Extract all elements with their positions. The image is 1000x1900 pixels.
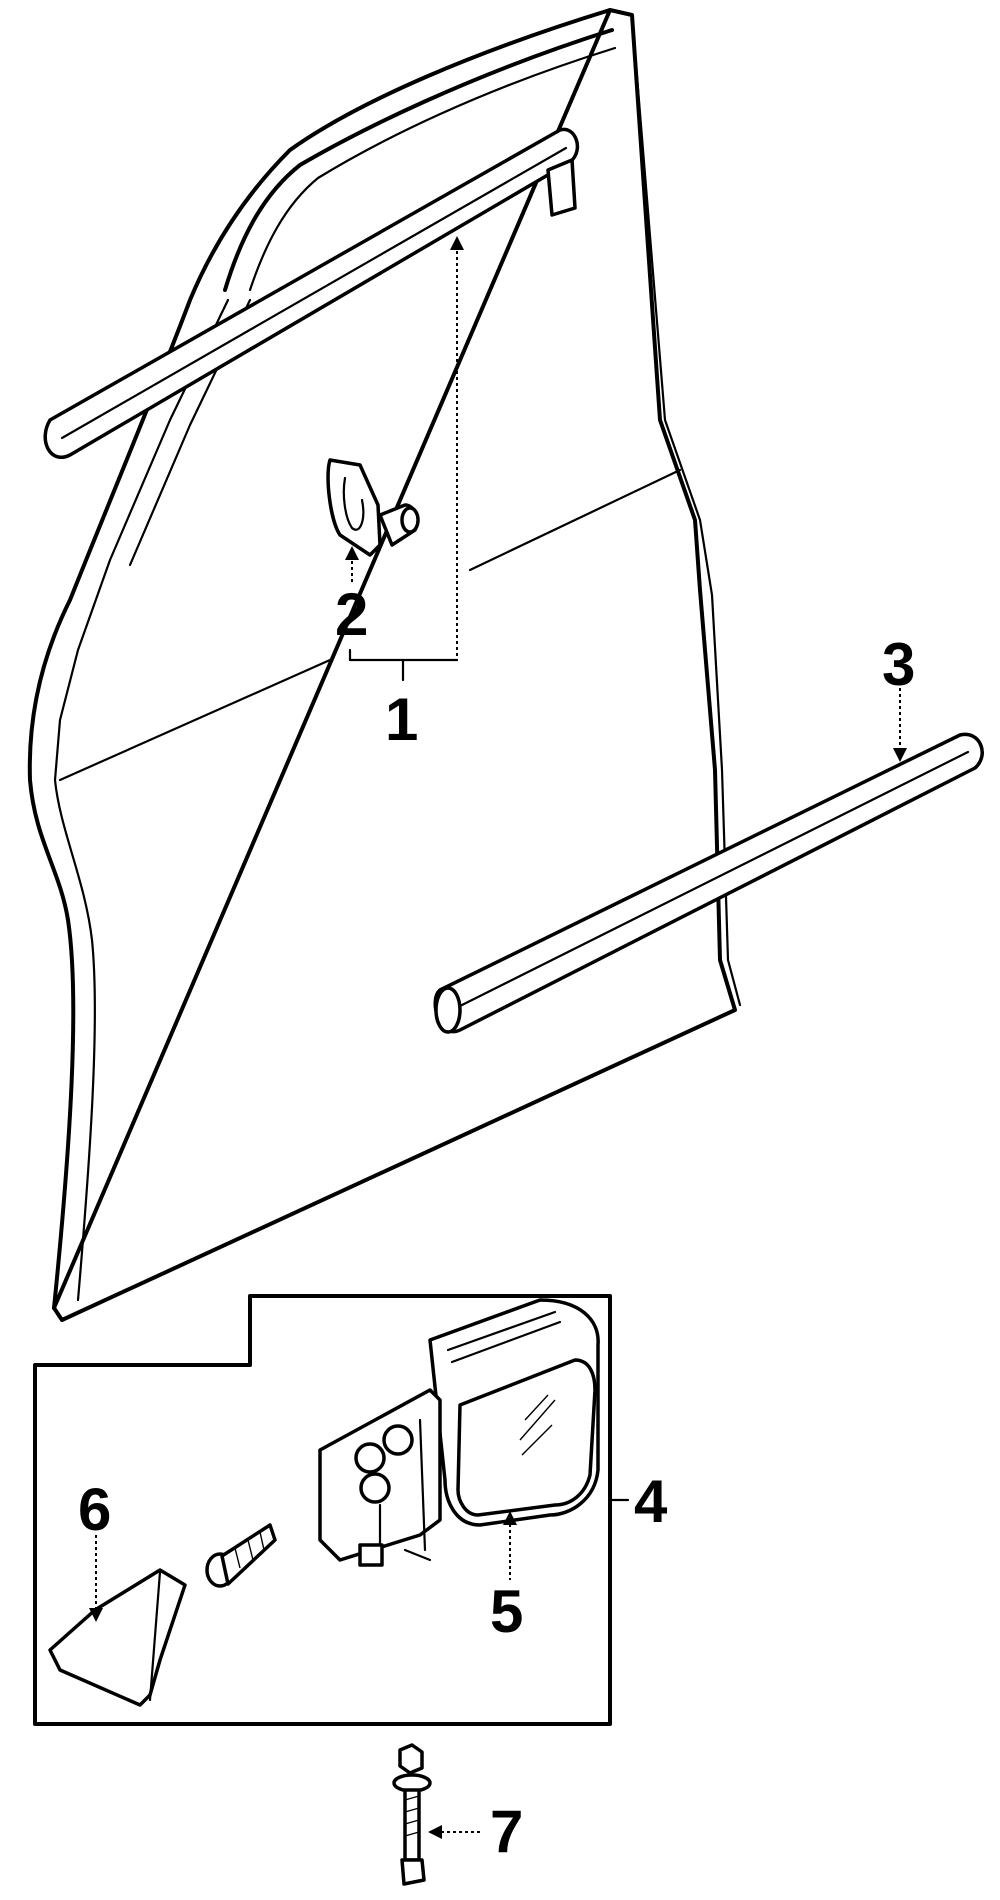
callout-2: 2 (335, 581, 368, 648)
mirror-cover (48, 1568, 187, 1707)
callouts: 1 2 3 4 5 6 7 (78, 581, 915, 1865)
belt-molding-upper (43, 127, 580, 459)
door-shell (27, 8, 742, 1322)
outside-mirror (318, 1298, 600, 1567)
screw (205, 1523, 277, 1588)
callout-5: 5 (490, 1578, 523, 1645)
mirror-stud (392, 1743, 432, 1886)
body-side-molding (433, 732, 984, 1034)
callout-6: 6 (78, 1476, 111, 1543)
clip (326, 458, 420, 557)
callout-3: 3 (882, 631, 915, 698)
callout-4: 4 (634, 1468, 668, 1535)
callout-1: 1 (385, 686, 418, 753)
leader-lines (89, 236, 907, 1839)
mirror-assembly-box (33, 1294, 612, 1726)
callout-7: 7 (490, 1798, 523, 1865)
